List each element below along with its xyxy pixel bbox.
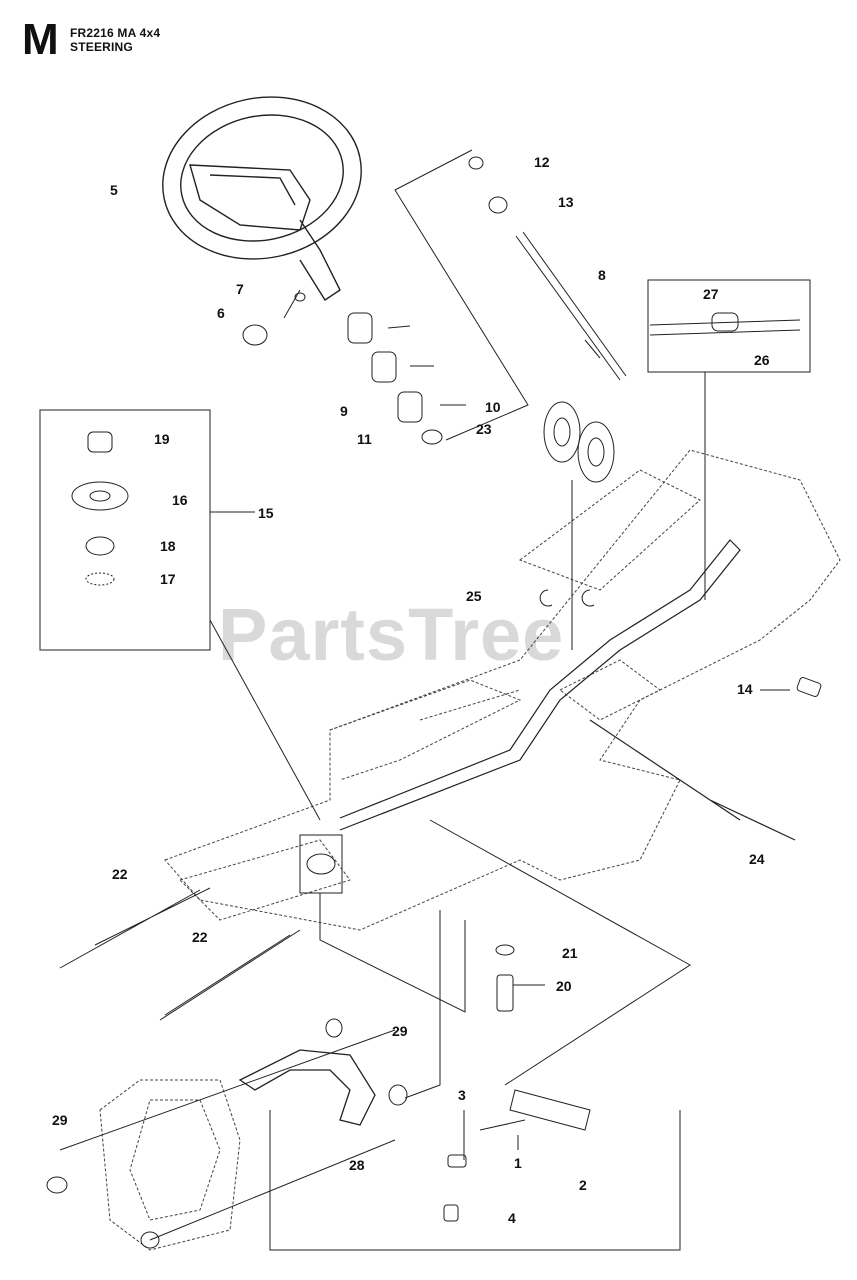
callout-4: 4 bbox=[508, 1210, 516, 1226]
callout-13: 13 bbox=[558, 194, 574, 210]
watermark: PartsTree bbox=[218, 593, 565, 676]
front-axle-housing bbox=[99, 1079, 241, 1251]
section-letter: M bbox=[22, 15, 59, 64]
callout-1: 1 bbox=[514, 1155, 522, 1171]
steering-cable bbox=[339, 539, 796, 841]
callout-9: 9 bbox=[340, 403, 348, 419]
box-15 bbox=[39, 409, 211, 651]
callout-22-upper: 22 bbox=[112, 866, 128, 882]
callout-2: 2 bbox=[579, 1177, 587, 1193]
callout-23: 23 bbox=[476, 421, 492, 437]
callout-27: 27 bbox=[703, 286, 719, 302]
gear-box bbox=[299, 834, 343, 894]
callout-22-lower: 22 bbox=[192, 929, 208, 945]
callout-25: 25 bbox=[466, 588, 482, 604]
callout-21: 21 bbox=[562, 945, 578, 961]
callout-7: 7 bbox=[236, 281, 244, 297]
callout-28: 28 bbox=[349, 1157, 365, 1173]
callout-17: 17 bbox=[160, 571, 176, 587]
pulleys bbox=[539, 401, 615, 650]
callout-26: 26 bbox=[754, 352, 770, 368]
callout-15: 15 bbox=[258, 505, 274, 521]
callout-5: 5 bbox=[110, 182, 118, 198]
callout-12: 12 bbox=[534, 154, 550, 170]
callout-19: 19 bbox=[154, 431, 170, 447]
callout-14: 14 bbox=[737, 681, 753, 697]
callout-24: 24 bbox=[749, 851, 765, 867]
box-15-parts bbox=[71, 431, 129, 586]
lever-2 bbox=[509, 1089, 591, 1131]
callout-11: 11 bbox=[357, 431, 372, 447]
steering-wheel bbox=[162, 96, 362, 301]
callout-20: 20 bbox=[556, 978, 572, 994]
rod-22b bbox=[159, 929, 301, 1021]
rod-22a bbox=[59, 887, 211, 969]
steering-couplings bbox=[242, 289, 466, 445]
callout-29-left: 29 bbox=[52, 1112, 68, 1128]
model-name: FR2216 MA 4x4 bbox=[70, 26, 161, 40]
callout-29-right: 29 bbox=[392, 1023, 408, 1039]
box-26-27 bbox=[647, 279, 811, 373]
callout-16: 16 bbox=[172, 492, 188, 508]
callout-8: 8 bbox=[598, 267, 606, 283]
steering-shaft bbox=[468, 156, 627, 381]
callout-10: 10 bbox=[485, 399, 501, 415]
leader-23 bbox=[394, 149, 529, 441]
callout-3: 3 bbox=[458, 1087, 466, 1103]
callout-18: 18 bbox=[160, 538, 176, 554]
bracket-28 bbox=[238, 1049, 376, 1126]
callout-6: 6 bbox=[217, 305, 225, 321]
leader-box15-to-gear bbox=[209, 619, 321, 821]
chassis-frame bbox=[164, 449, 841, 931]
section-title: STEERING bbox=[70, 40, 133, 54]
